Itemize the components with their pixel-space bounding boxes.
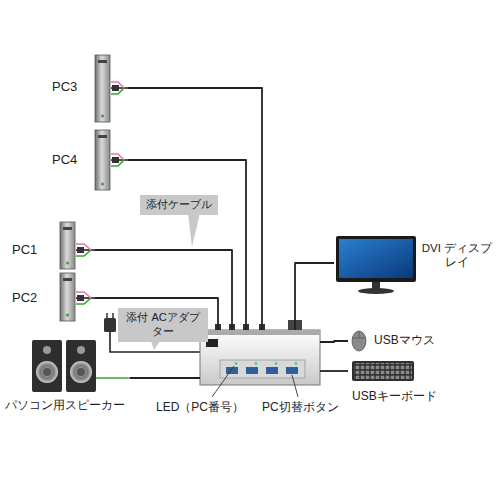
device-label: パソコン用スピーカー — [5, 398, 125, 412]
monitor-illustration — [336, 236, 416, 294]
device-label: USBキーボード — [352, 389, 437, 403]
cable-plug — [76, 82, 128, 304]
device-label: USBマウス — [374, 333, 435, 347]
callout-box: 添付 ACアダプター — [118, 308, 208, 342]
callout-text: 添付 ACアダプター — [124, 311, 202, 339]
device-label: PC切替ボタン — [262, 400, 339, 414]
leader-line — [212, 366, 234, 397]
callout-box: 添付ケーブル — [140, 195, 218, 215]
cable — [128, 88, 262, 330]
callout-pointer — [188, 213, 200, 247]
device-label: PC4 — [52, 152, 77, 168]
pc-tower — [60, 55, 110, 321]
callout-text: 添付ケーブル — [146, 198, 212, 212]
device-label: PC1 — [12, 242, 37, 258]
pc-tower: PC3 — [52, 52, 128, 124]
cable — [295, 263, 334, 330]
cable — [320, 370, 348, 372]
leader-line — [292, 375, 298, 397]
mouse-illustration — [352, 331, 366, 351]
cable — [130, 377, 200, 379]
usb-keyboard: USBキーボード — [348, 358, 468, 406]
cable — [320, 341, 348, 342]
pc-tower: PC1 — [12, 222, 95, 270]
kvm-switch: LED（PC番号）PC切替ボタン — [200, 330, 320, 385]
dvi-display: DVI ディスプレイ — [334, 232, 496, 294]
device-label: LED（PC番号） — [156, 400, 244, 414]
pc-speakers: パソコン用スピーカー — [5, 340, 130, 418]
keyboard-illustration — [352, 361, 414, 381]
pc-tower: PC2 — [12, 272, 95, 322]
speaker-illustration — [32, 340, 130, 392]
cable — [128, 160, 246, 330]
tower-detail — [63, 60, 107, 317]
usb-mouse: USBマウス — [348, 328, 468, 354]
device-label: PC3 — [52, 79, 77, 95]
device-label: DVI ディスプレイ — [420, 242, 494, 270]
pc-tower: PC4 — [52, 128, 128, 192]
device-label: PC2 — [12, 290, 37, 306]
